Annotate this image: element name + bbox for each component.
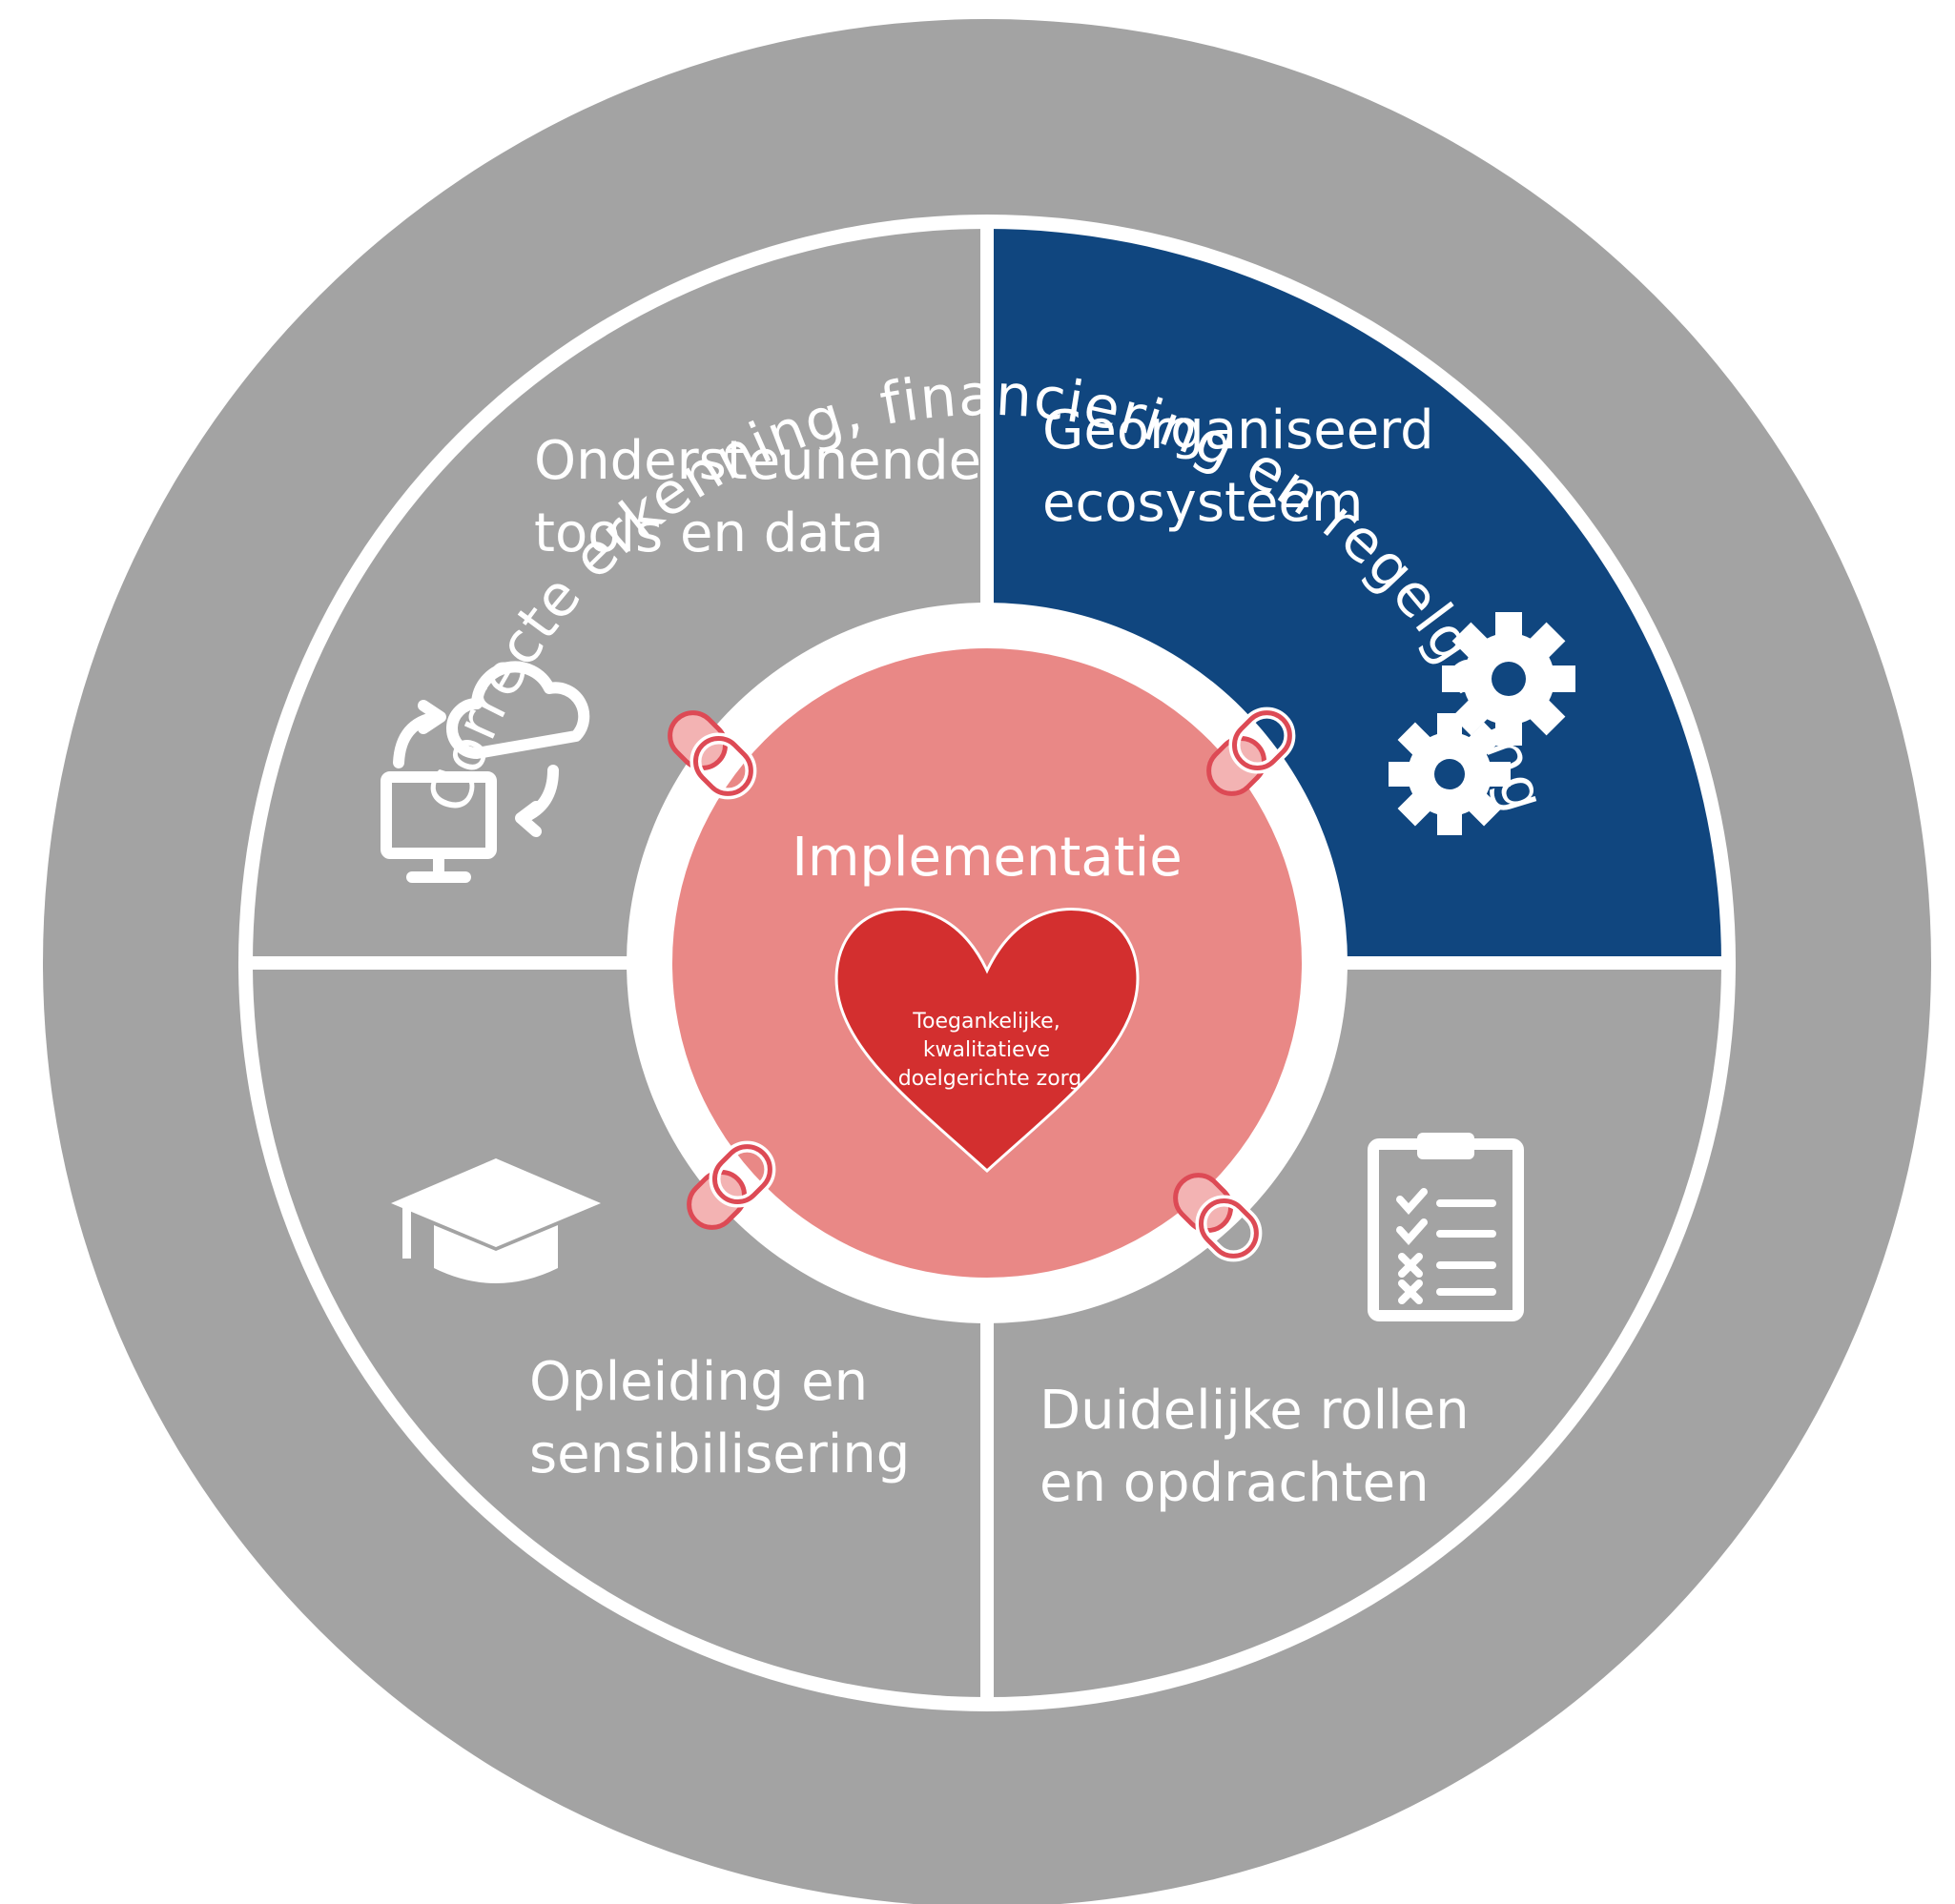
clipboard-checklist-icon bbox=[1368, 1133, 1524, 1321]
heart-label: Toegankelijke, kwalitatieve doelgerichte… bbox=[898, 1010, 1082, 1091]
link-icon-bottom-left bbox=[687, 1140, 776, 1230]
center-label: Implementatie bbox=[792, 827, 1182, 889]
cloud-sync-computer-icon bbox=[381, 661, 590, 883]
link-icon-top-left bbox=[668, 710, 757, 800]
heart-shape bbox=[834, 908, 1140, 1174]
label-bottom-right: Duidelijke rollen en opdrachten bbox=[1039, 1380, 1486, 1514]
link-icon-bottom-right bbox=[1173, 1173, 1263, 1262]
graduation-cap-icon bbox=[391, 1158, 601, 1283]
center-disc bbox=[672, 648, 1302, 1278]
gears-icon bbox=[1389, 612, 1575, 835]
label-top-right: Georganiseerd ecosysteem bbox=[1042, 399, 1451, 534]
label-top-left: Ondersteunende tools en data bbox=[534, 430, 998, 564]
label-bottom-left: Opleiding en sensibilisering bbox=[529, 1351, 910, 1485]
